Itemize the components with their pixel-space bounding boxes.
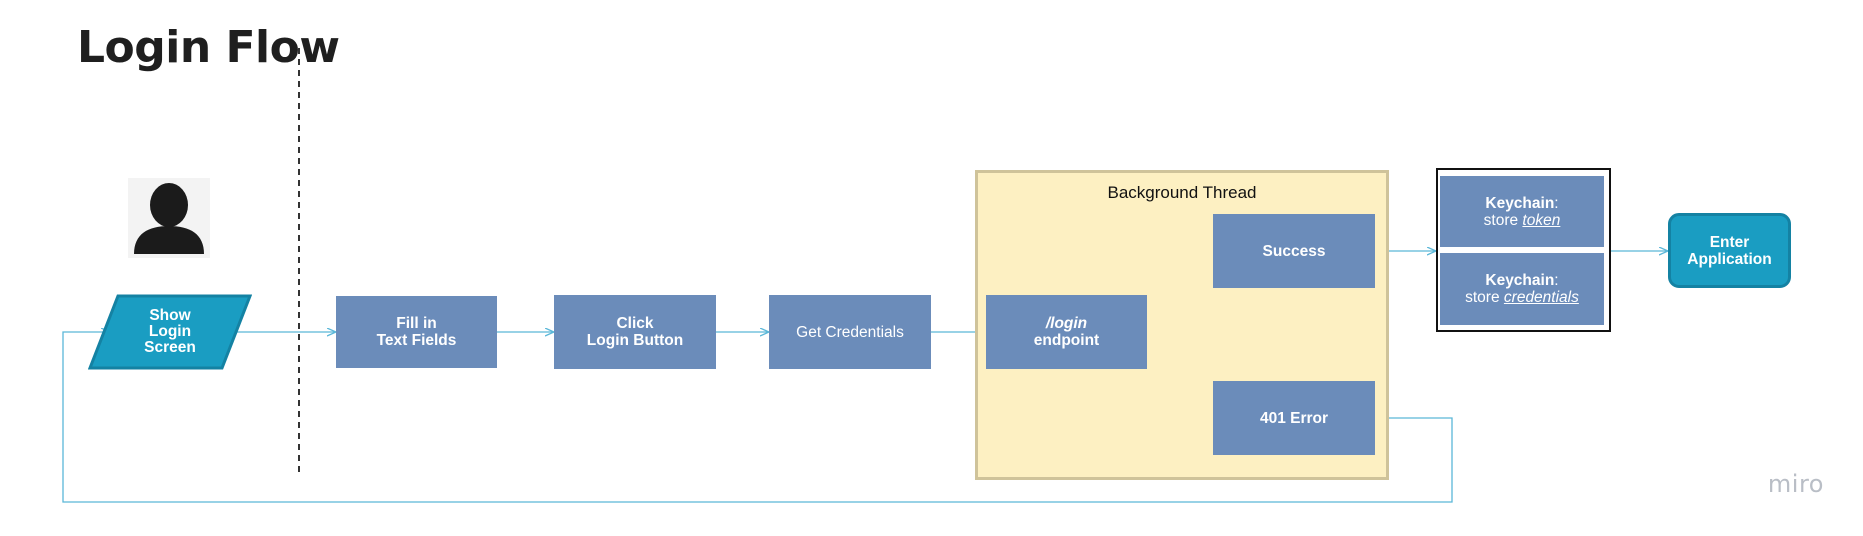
click-login-button-node: Click Login Button [554, 295, 716, 369]
login-endpoint-node: /login endpoint [986, 295, 1147, 369]
keychain-store-token-node: Keychain: store token [1440, 176, 1604, 247]
keychain-store-credentials-node: Keychain: store credentials [1440, 253, 1604, 325]
arrow-error-loop-back [62, 332, 1453, 503]
page-title: Login Flow [77, 22, 340, 73]
success-node: Success [1213, 214, 1375, 288]
show-login-screen-shape [88, 294, 252, 370]
show-login-screen-node: Show Login Screen [144, 307, 196, 356]
background-thread-label: Background Thread [1107, 183, 1257, 202]
miro-watermark: miro [1767, 470, 1824, 498]
user-silhouette-icon [128, 178, 210, 258]
get-credentials-node: Get Credentials [769, 295, 931, 369]
enter-application-node: Enter Application [1668, 213, 1791, 288]
error-401-node: 401 Error [1213, 381, 1375, 455]
fill-in-text-fields-node: Fill in Text Fields [336, 296, 497, 368]
